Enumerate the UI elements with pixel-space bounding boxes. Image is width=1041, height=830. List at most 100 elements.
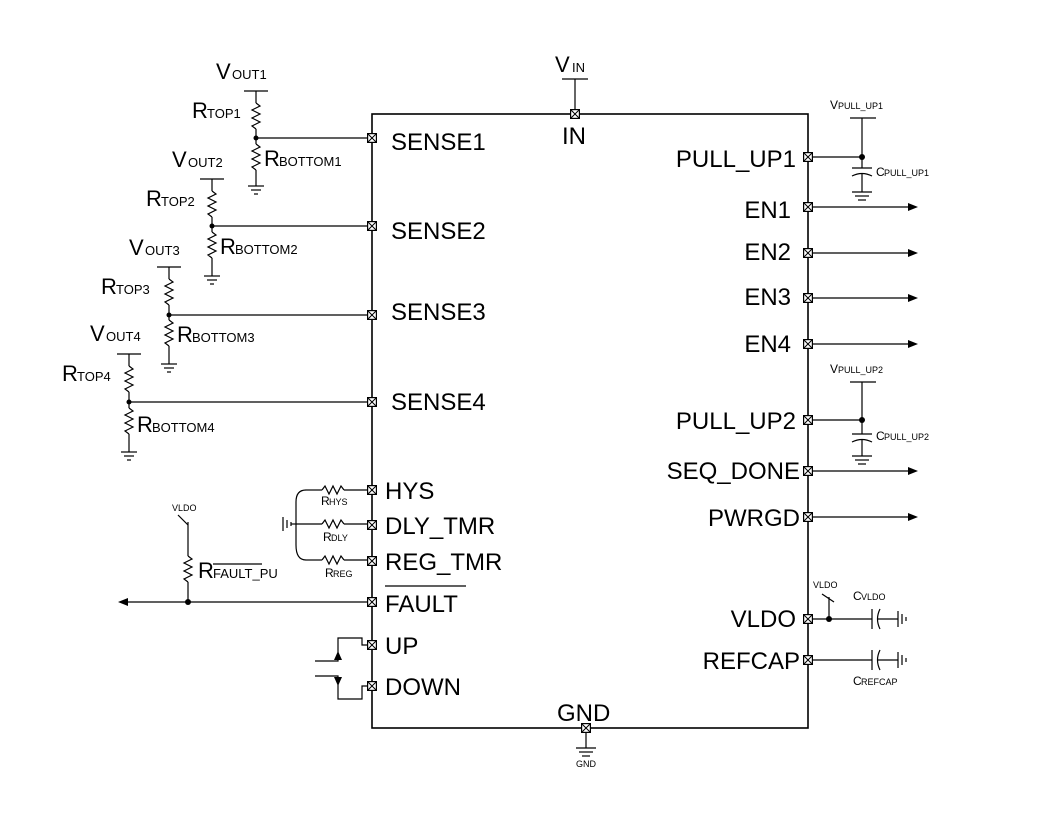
rfault-sub: FAULT_PU xyxy=(213,566,278,581)
rbottom3-sub: BOTTOM3 xyxy=(192,330,255,345)
pin-pwrgd-label: PWRGD xyxy=(708,505,800,532)
pin-pull-up1-marker xyxy=(803,152,813,162)
vldo-left-label: VLDO xyxy=(172,503,197,513)
rdly-main: R xyxy=(323,530,332,544)
rtop1-sub: TOP1 xyxy=(207,106,241,121)
pin-en3-marker xyxy=(803,293,813,303)
vout3-main: V xyxy=(129,235,144,260)
rtop2-main: R xyxy=(146,186,162,211)
output-arrows xyxy=(813,203,918,521)
sense3-divider: V OUT3 R TOP3 R BOTTOM3 xyxy=(101,235,367,373)
pin-seq-done-label: SEQ_DONE xyxy=(667,458,800,485)
pin-sense3-label: SENSE3 xyxy=(391,299,486,326)
rbottom1-main: R xyxy=(264,146,280,171)
fault-pullup: VLDO R FAULT_PU xyxy=(118,503,367,606)
cvldo-sub: VLDO xyxy=(861,592,886,602)
pin-reg-tmr-marker xyxy=(367,556,377,566)
vout4-sub: OUT4 xyxy=(106,329,141,344)
pin-sense4-marker xyxy=(367,397,377,407)
pull-up2-network: V PULL_UP2 C PULL_UP2 xyxy=(813,362,929,465)
pin-sense4-label: SENSE4 xyxy=(391,389,486,416)
pin-pull-up1-label: PULL_UP1 xyxy=(676,146,796,173)
pin-en1-label: EN1 xyxy=(744,197,791,224)
pin-en3-label: EN3 xyxy=(744,284,791,311)
crefcap-main: C xyxy=(853,674,862,688)
pin-in-label: IN xyxy=(562,123,586,150)
gnd-symbol-bottom: GND xyxy=(576,733,597,769)
pin-pwrgd-marker xyxy=(803,512,813,522)
pull-up1-network: V PULL_UP1 C PULL_UP1 xyxy=(813,98,929,201)
up-down-inputs xyxy=(315,637,367,700)
vout1-sub: OUT1 xyxy=(232,67,267,82)
pin-dly-tmr-label: DLY_TMR xyxy=(385,513,495,540)
pin-fault-marker xyxy=(367,597,377,607)
sense4-divider: V OUT4 R TOP4 R BOTTOM4 xyxy=(62,321,367,461)
pin-hys-marker xyxy=(367,485,377,495)
rtop1-main: R xyxy=(192,98,208,123)
pin-pull-up2-label: PULL_UP2 xyxy=(676,408,796,435)
pin-en2-marker xyxy=(803,248,813,258)
right-pins: PULL_UP1 EN1 EN2 EN3 EN4 PULL_UP2 SEQ_DO… xyxy=(667,146,813,675)
rbottom4-main: R xyxy=(137,412,153,437)
left-pins: SENSE1 SENSE2 SENSE3 SENSE4 HYS DLY_TMR … xyxy=(367,129,502,701)
cpull-up1-sub: PULL_UP1 xyxy=(884,168,929,178)
refcap-network: C REFCAP xyxy=(813,649,907,688)
cpull-up2-sub: PULL_UP2 xyxy=(884,432,929,442)
vldo-cap-network: VLDO C VLDO xyxy=(813,580,907,630)
pin-vldo-marker xyxy=(803,614,813,624)
rhys-main: R xyxy=(321,494,330,508)
pin-hys-label: HYS xyxy=(385,478,434,505)
pin-dly-tmr-marker xyxy=(367,520,377,530)
pin-up-marker xyxy=(367,640,377,650)
vldo-right-label: VLDO xyxy=(813,580,838,590)
vpull-up2-main: V xyxy=(830,362,838,376)
vout4-main: V xyxy=(90,321,105,346)
vout2-main: V xyxy=(172,147,187,172)
pin-pull-up2-marker xyxy=(803,415,813,425)
rbottom2-sub: BOTTOM2 xyxy=(235,242,298,257)
vout1-main: V xyxy=(216,59,231,84)
pin-en2-label: EN2 xyxy=(744,239,791,266)
rbottom1-sub: BOTTOM1 xyxy=(279,154,342,169)
rbottom2-main: R xyxy=(220,234,236,259)
pin-en4-label: EN4 xyxy=(744,331,791,358)
pin-sense1-label: SENSE1 xyxy=(391,129,486,156)
pin-sense3-marker xyxy=(367,310,377,320)
rdly-sub: DLY xyxy=(331,533,348,543)
crefcap-sub: REFCAP xyxy=(861,677,898,687)
vout3-sub: OUT3 xyxy=(145,243,180,258)
pin-fault-label: FAULT xyxy=(385,591,458,618)
pin-gnd-label: GND xyxy=(557,700,610,727)
rreg-sub: REG xyxy=(333,569,353,579)
vpull-up1-main: V xyxy=(830,98,838,112)
pin-en1-marker xyxy=(803,202,813,212)
rtop4-sub: TOP4 xyxy=(77,369,111,384)
pin-gnd-marker xyxy=(581,723,591,733)
vpull-up2-sub: PULL_UP2 xyxy=(838,365,883,375)
pin-down-marker xyxy=(367,681,377,691)
pin-vldo-label: VLDO xyxy=(731,606,796,633)
cpull-up1-main: C xyxy=(876,165,885,179)
pin-seq-done-marker xyxy=(803,466,813,476)
cpull-up2-main: C xyxy=(876,429,885,443)
sense1-divider: V OUT1 R TOP1 R BOTTOM1 xyxy=(192,59,367,195)
rbottom4-sub: BOTTOM4 xyxy=(152,420,215,435)
vpull-up1-sub: PULL_UP1 xyxy=(838,101,883,111)
rtop4-main: R xyxy=(62,361,78,386)
sense2-divider: V OUT2 R TOP2 R BOTTOM2 xyxy=(146,147,367,285)
rtop2-sub: TOP2 xyxy=(161,194,195,209)
cvldo-main: C xyxy=(853,589,862,603)
pin-refcap-label: REFCAP xyxy=(703,648,800,675)
rtop3-main: R xyxy=(101,274,117,299)
pin-refcap-marker xyxy=(803,655,813,665)
rhys-sub: HYS xyxy=(329,497,348,507)
pin-up-label: UP xyxy=(385,633,418,660)
pin-sense2-label: SENSE2 xyxy=(391,218,486,245)
rbottom3-main: R xyxy=(177,322,193,347)
gnd-label: GND xyxy=(576,759,597,769)
pin-sense1-marker xyxy=(367,133,377,143)
pin-down-label: DOWN xyxy=(385,674,461,701)
vin-supply: V IN xyxy=(555,52,588,114)
pin-sense2-marker xyxy=(367,221,377,231)
pin-en4-marker xyxy=(803,339,813,349)
